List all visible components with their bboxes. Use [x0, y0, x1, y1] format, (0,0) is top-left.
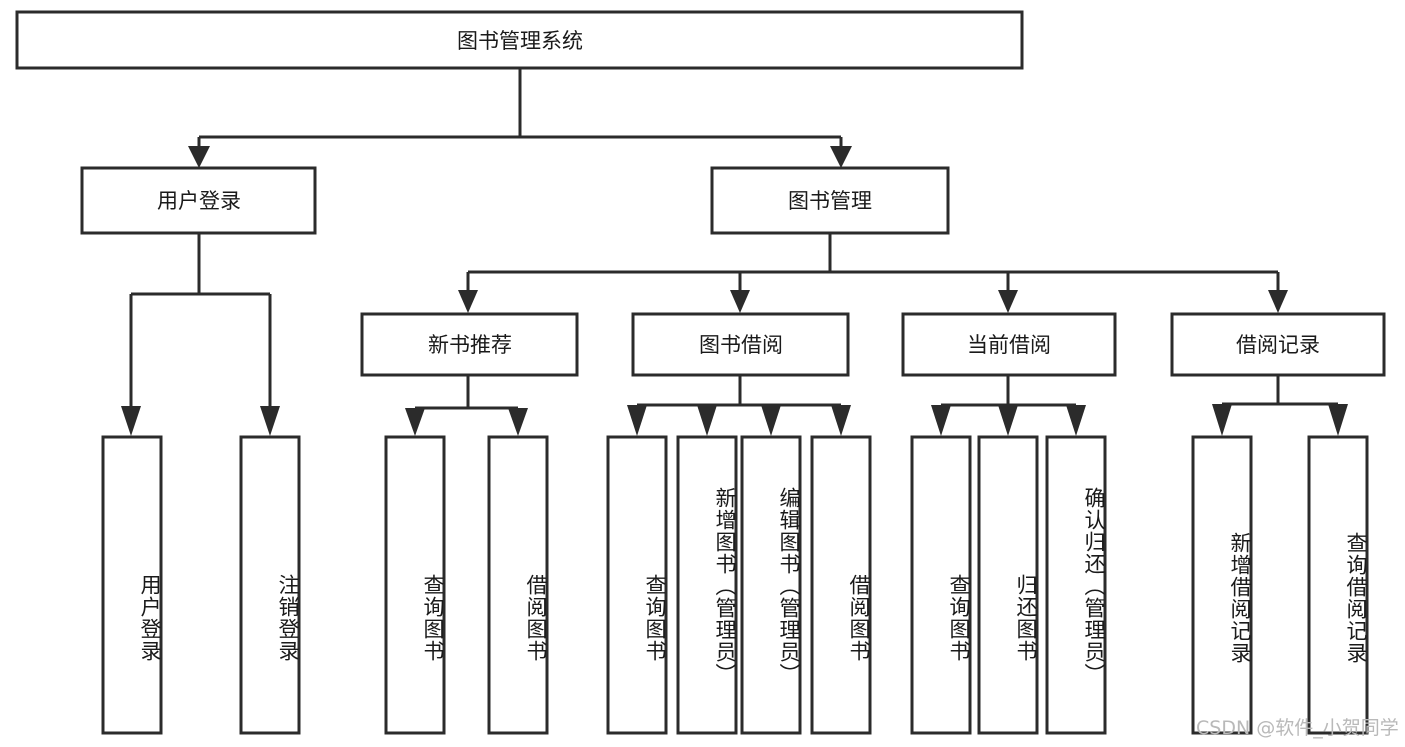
arrow-head-leaf-borrow-book-1 — [508, 408, 528, 436]
node-box-leaf-return-book[interactable] — [977, 435, 1039, 735]
arrow-head-leaf-confirm-return — [1066, 405, 1086, 436]
node-box-leaf-confirm-return[interactable] — [1045, 435, 1107, 735]
arrow-head-leaf-borrow-book-2 — [831, 405, 851, 436]
arrow-head-bookmanage — [830, 146, 852, 168]
node-box-leaf-add-book[interactable] — [676, 435, 738, 735]
csdn-watermark: CSDN @软件_小贺同学 — [1196, 717, 1399, 739]
node-label-book-manage: 图书管理 — [788, 189, 872, 213]
arrow-head-leaf-add-record — [1212, 404, 1232, 436]
arrow-head-leaf-query-book-2 — [627, 405, 647, 436]
connector-group-book-manage — [458, 233, 1288, 313]
arrow-head-userlogin — [188, 146, 210, 168]
connector-group-borrow-record — [1212, 375, 1348, 436]
arrow-head-leaf-query-book-3 — [931, 405, 951, 436]
arrow-head-leaf-return-book — [998, 405, 1018, 436]
node-label-book-borrow: 图书借阅 — [699, 333, 783, 357]
arrow-head-book-borrow — [730, 290, 750, 313]
node-box-user-login[interactable] — [80, 166, 317, 235]
arrow-head-leaf-query-book-1 — [405, 408, 425, 436]
node-box-leaf-user-login[interactable] — [101, 435, 163, 735]
node-box-root[interactable] — [15, 10, 1024, 70]
connector-group-current-borrow — [931, 375, 1086, 436]
node-box-leaf-query-record[interactable] — [1307, 435, 1369, 735]
arrow-head-borrow-record — [1268, 290, 1288, 313]
node-box-book-borrow[interactable] — [631, 312, 850, 377]
node-label-current-borrow: 当前借阅 — [967, 333, 1051, 357]
node-box-leaf-borrow-book-2[interactable] — [810, 435, 872, 735]
arrow-head-leaf-edit-book — [761, 405, 781, 436]
node-label-root: 图书管理系统 — [457, 29, 583, 53]
node-box-leaf-query-book-2[interactable] — [606, 435, 668, 735]
node-box-leaf-add-record[interactable] — [1191, 435, 1253, 735]
connector-group-new-book-recommend — [405, 375, 528, 436]
arrow-head-leaf-add-book — [697, 405, 717, 436]
node-box-leaf-logout-login[interactable] — [239, 435, 301, 735]
connector-group-book-borrow — [627, 375, 851, 436]
node-label-user-login: 用户登录 — [157, 189, 241, 213]
node-box-borrow-record[interactable] — [1170, 312, 1386, 377]
node-box-leaf-edit-book[interactable] — [740, 435, 802, 735]
node-label-borrow-record: 借阅记录 — [1236, 333, 1320, 357]
node-box-leaf-borrow-book-1[interactable] — [487, 435, 549, 735]
arrow-head-new-book-recommend — [458, 290, 478, 313]
connector-group-user-login — [121, 233, 280, 436]
arrow-head-leaf-query-record — [1328, 404, 1348, 436]
node-box-current-borrow[interactable] — [901, 312, 1117, 377]
arrow-head-current-borrow — [998, 290, 1018, 313]
connector-group-root — [188, 68, 852, 168]
node-box-leaf-query-book-1[interactable] — [384, 435, 446, 735]
arrow-head-leaf-user-login — [121, 406, 141, 436]
node-box-book-manage[interactable] — [710, 166, 950, 235]
node-box-leaf-query-book-3[interactable] — [910, 435, 972, 735]
arrow-head-leaf-logout-login — [260, 406, 280, 436]
node-label-new-book-recommend: 新书推荐 — [428, 333, 512, 357]
node-box-new-book-recommend[interactable] — [360, 312, 579, 377]
